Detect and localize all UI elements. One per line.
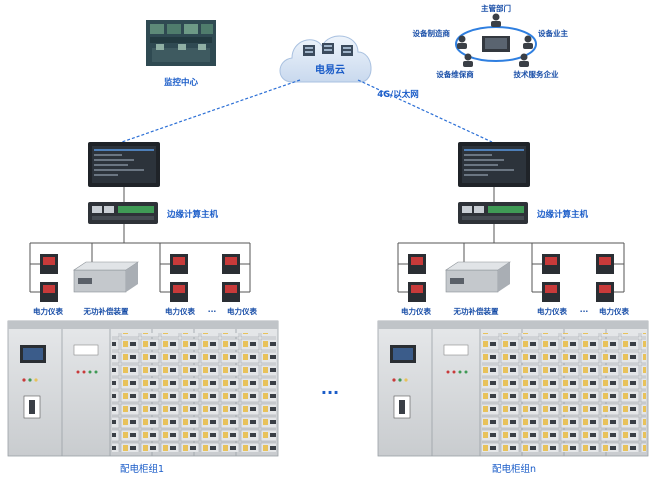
- monitor-center-image: [146, 20, 216, 66]
- device-label: 电力仪表: [599, 306, 629, 316]
- power-meter-icon: [222, 282, 240, 302]
- device-label: 电力仪表: [537, 306, 567, 316]
- stakeholder-top: 主管部门: [481, 3, 511, 13]
- host-label-1: 边缘计算主机: [166, 209, 219, 220]
- network-label: 4G/以太网: [377, 89, 419, 100]
- group-caption-1: 配电柜组1: [120, 463, 164, 475]
- cabinet-bank-n: [377, 320, 649, 457]
- cloud-icon: [279, 35, 372, 83]
- power-meter-icon: [596, 254, 614, 274]
- monitor-center-label: 监控中心: [164, 77, 199, 88]
- device-label: 电力仪表: [165, 306, 195, 316]
- power-meter-icon: [408, 282, 426, 302]
- middle-ellipsis: ···: [321, 383, 339, 402]
- group-n: 边缘计算主机: [377, 142, 649, 475]
- device-label: 无功补偿装置: [83, 306, 129, 316]
- person-icon: [523, 35, 533, 49]
- device-label: 电力仪表: [227, 306, 257, 316]
- power-meter-icon: [408, 254, 426, 274]
- edge-host-1: [88, 202, 158, 224]
- stakeholder-ring: [455, 13, 537, 67]
- person-icon: [491, 13, 501, 27]
- group-1: 边缘计算主机: [7, 142, 279, 475]
- stakeholder-left-bottom: 设备维保商: [436, 69, 474, 79]
- device-label: 电力仪表: [401, 306, 431, 316]
- device-label: 电力仪表: [33, 306, 63, 316]
- power-meter-icon: [40, 282, 58, 302]
- ellipsis: ···: [580, 307, 589, 316]
- var-compensator-icon: [73, 261, 139, 293]
- edge-host-n: [458, 202, 528, 224]
- touch-screen-n: [458, 142, 530, 187]
- person-icon: [519, 53, 529, 67]
- cloud-label: 电易云: [315, 63, 345, 76]
- group-caption-n: 配电柜组n: [492, 463, 536, 475]
- host-label-n: 边缘计算主机: [536, 209, 589, 220]
- device-label: 无功补偿装置: [453, 306, 499, 316]
- power-meter-icon: [170, 282, 188, 302]
- cabinet-bank-1: [7, 320, 279, 457]
- var-compensator-icon: [445, 261, 511, 293]
- stakeholder-right-top: 设备业主: [538, 28, 568, 38]
- ellipsis: ···: [208, 307, 217, 316]
- power-meter-icon: [40, 254, 58, 274]
- stakeholder-left-top: 设备制造商: [413, 28, 451, 38]
- power-meter-icon: [170, 254, 188, 274]
- power-meter-icon: [542, 282, 560, 302]
- power-meter-icon: [596, 282, 614, 302]
- touch-screen-1: [88, 142, 160, 187]
- person-icon: [457, 35, 467, 49]
- person-icon: [463, 53, 473, 67]
- power-meter-icon: [542, 254, 560, 274]
- network-link-left: [121, 79, 301, 143]
- power-meter-icon: [222, 254, 240, 274]
- stakeholder-right-bottom: 技术服务企业: [514, 69, 559, 79]
